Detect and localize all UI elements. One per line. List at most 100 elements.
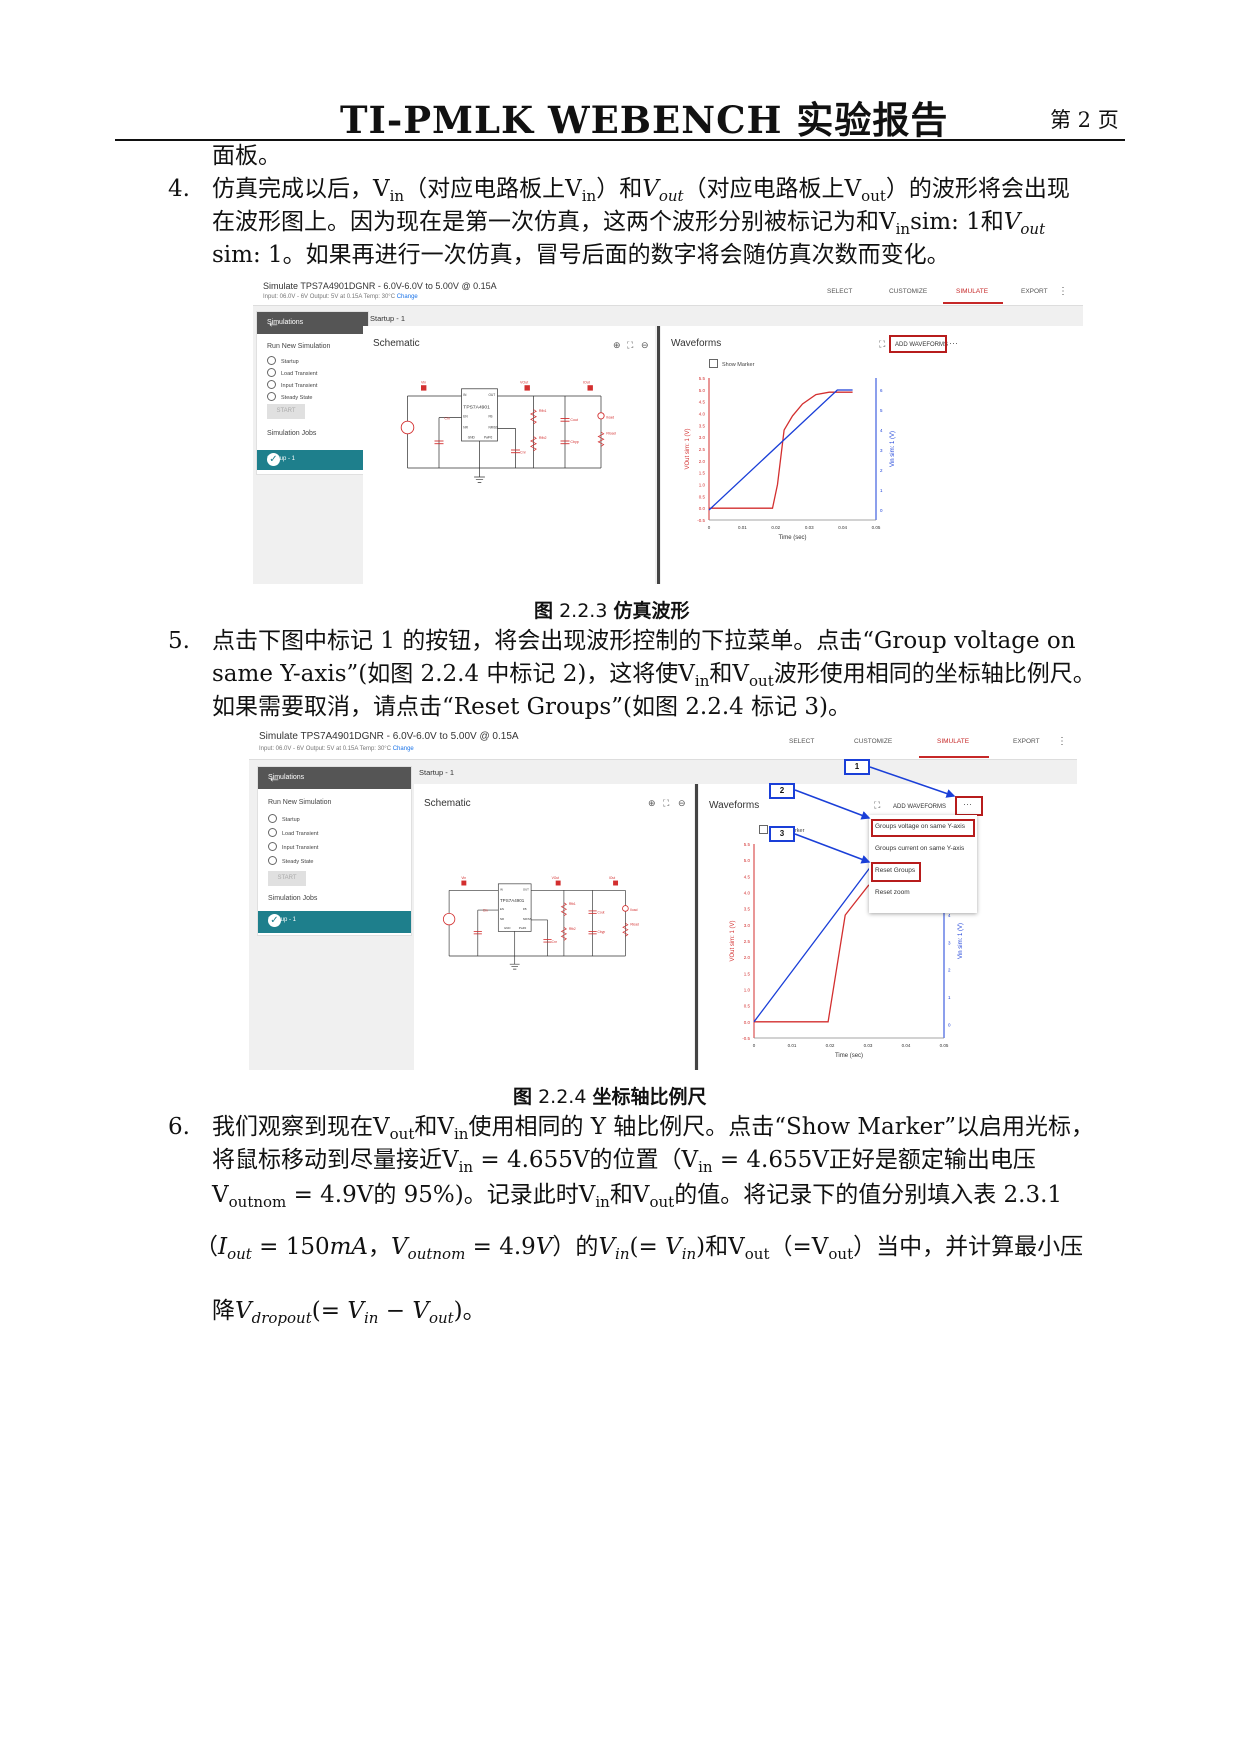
radio-input-transient[interactable]: Input Transient [267, 380, 317, 389]
y-tick-label: 0.5 [699, 494, 706, 499]
chip-pin-label: FB [489, 415, 493, 419]
y2-tick-label: 3 [948, 940, 951, 945]
fit-icon[interactable]: ⛶ [627, 340, 634, 350]
menu-reset-groups[interactable]: Reset Groups [875, 867, 916, 874]
component-label: Cnr [520, 451, 527, 455]
chip-pin-label: NR [500, 917, 504, 921]
job-startup-1[interactable]: Startup - 1✓ [258, 911, 411, 933]
chip-pin-label: OUT [489, 393, 496, 397]
panel-divider[interactable] [695, 784, 698, 1070]
y-tick-label: 0.5 [744, 1004, 751, 1009]
show-marker-checkbox[interactable]: Show Marker [709, 359, 754, 368]
add-waveforms-button[interactable]: ADD WAVEFORMS [893, 804, 947, 810]
component-label: Cbyp [570, 440, 578, 444]
probe-icon [461, 880, 467, 886]
component-label: Rload [630, 923, 639, 927]
callout-tag-1: 1 [844, 759, 870, 775]
component-label: Iload [630, 908, 637, 912]
zoom-in-icon[interactable]: ⊕ [613, 340, 621, 350]
chip-pin-label: GND [504, 926, 510, 930]
start-button[interactable]: START [267, 404, 305, 419]
figure-caption-2-2-4: 图 2.2.4 坐标轴比例尺 [513, 1086, 707, 1108]
x-tick-label: 0.04 [902, 1043, 911, 1048]
nav-select[interactable]: SELECT [827, 288, 853, 295]
current-source [597, 412, 605, 420]
radio-load-transient[interactable]: Load Transient [267, 368, 317, 377]
chip-pin-label: NR [463, 425, 468, 429]
radio-startup[interactable]: Startup [267, 356, 299, 365]
job-startup-1[interactable]: Startup - 1✓ [257, 450, 368, 470]
y2-tick-label: 4 [880, 428, 883, 433]
radio-steady-state[interactable]: Steady State [268, 856, 314, 865]
back-arrow-icon[interactable]: ← [268, 770, 281, 785]
nav-customize[interactable]: CUSTOMIZE [889, 288, 928, 295]
chip-pin-label: EN [463, 415, 468, 419]
zoom-in-icon[interactable]: ⊕ [648, 798, 656, 808]
radio-load-transient[interactable]: Load Transient [268, 828, 318, 837]
component-label: Cbyp [598, 930, 606, 934]
y-axis-label: VOut sim: 1 (V) [730, 920, 736, 961]
component-label: Cout [598, 910, 605, 914]
component-label: Cin [444, 416, 449, 420]
probe-icon [555, 880, 561, 886]
radio-steady-state[interactable]: Steady State [267, 392, 313, 401]
component-label: Iload [606, 416, 614, 420]
kebab-icon[interactable]: ⋮ [1058, 286, 1068, 297]
schematic-title: Schematic [424, 798, 471, 809]
component-label: Rfb2 [539, 436, 547, 440]
component-label: IOut [583, 380, 590, 384]
x-tick-label: 0.05 [872, 525, 881, 530]
change-link[interactable]: Change [396, 294, 418, 300]
back-arrow-icon[interactable]: ← [267, 315, 280, 330]
x-tick-label: 0.05 [940, 1043, 949, 1048]
add-waveforms-button[interactable]: ADD WAVEFORMS [895, 342, 949, 348]
fullscreen-icon[interactable]: ⛶ [879, 339, 886, 349]
nav-export[interactable]: EXPORT [1013, 738, 1040, 745]
figure-caption-2-2-3: 图 2.2.3 仿真波形 [534, 600, 690, 622]
document-title: TI-PMLK WEBENCH 实验报告 [340, 98, 949, 142]
resistor-rfb1 [560, 902, 568, 917]
check-icon: ✓ [268, 914, 281, 927]
fullscreen-icon[interactable]: ⛶ [874, 800, 881, 810]
y-tick-label: 4.5 [699, 400, 706, 405]
check-icon: ✓ [267, 453, 280, 466]
menu-group-voltage[interactable]: Groups voltage on same Y-axis [875, 823, 965, 830]
y-tick-label: 0.0 [744, 1020, 751, 1025]
y2-tick-label: 0 [880, 508, 883, 513]
more-options-icon[interactable]: ··· [949, 338, 958, 348]
fit-icon[interactable]: ⛶ [663, 798, 670, 808]
item4-line1: 仿真完成以后，Vin（对应电路板上Vin）和Vout（对应电路板上Vout）的波… [212, 176, 1070, 205]
start-button[interactable]: START [268, 871, 306, 886]
zoom-out-icon[interactable]: ⊖ [641, 340, 649, 350]
nav-simulate[interactable]: SIMULATE [956, 288, 989, 295]
simulations-sidebar: Simulations← Run New Simulation Startup … [256, 311, 369, 453]
menu-reset-zoom[interactable]: Reset zoom [875, 889, 910, 896]
x-tick-label: 0.02 [771, 525, 780, 530]
chip-pin-label: OUT [523, 887, 529, 891]
series-line-vin-sim-1 [708, 389, 853, 511]
zoom-out-icon[interactable]: ⊖ [678, 798, 686, 808]
component-label: Vin [461, 876, 466, 880]
kebab-icon[interactable]: ⋮ [1057, 736, 1067, 747]
y2-tick-label: 1 [880, 488, 883, 493]
item5-line2: same Y-axis”(如图 2.2.4 中标记 2)，这将使Vin和Vout… [212, 661, 1096, 690]
nav-customize[interactable]: CUSTOMIZE [854, 738, 893, 745]
y-tick-label: 1.5 [744, 971, 751, 976]
nav-simulate[interactable]: SIMULATE [937, 738, 970, 745]
highlight-box-2 [871, 819, 975, 837]
x-tick-label: 0.03 [864, 1043, 873, 1048]
radio-startup[interactable]: Startup [268, 814, 300, 823]
radio-input-transient[interactable]: Input Transient [268, 842, 318, 851]
change-link[interactable]: Change [392, 746, 414, 752]
y2-tick-label: 0 [948, 1022, 951, 1027]
probe-icon [421, 385, 427, 391]
nav-active-underline [943, 302, 1003, 304]
menu-group-current[interactable]: Groups current on same Y-axis [875, 845, 965, 852]
callout-tag-2: 2 [769, 783, 795, 799]
header-rule [115, 139, 1125, 141]
nav-export[interactable]: EXPORT [1021, 288, 1048, 295]
panel-divider[interactable] [657, 326, 660, 584]
nav-select[interactable]: SELECT [789, 738, 815, 745]
more-options-icon[interactable]: ··· [963, 799, 972, 809]
